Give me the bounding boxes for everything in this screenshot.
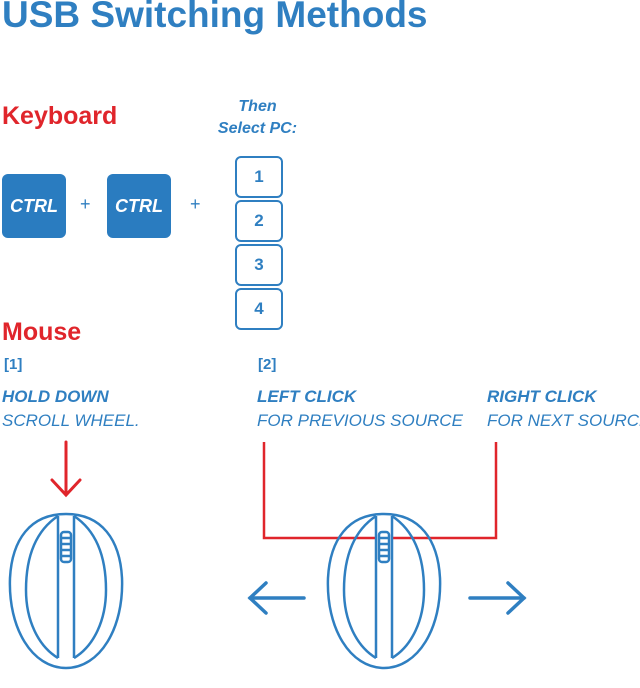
pc-key-4: 4 [235,288,283,330]
right-click-label: RIGHT CLICK [487,387,597,406]
left-click-label: LEFT CLICK [257,387,357,406]
step-1-number: [1] [4,356,23,373]
plus-sign-1: + [80,194,91,214]
down-arrow-icon [50,440,82,498]
pc-key-1: 1 [235,156,283,198]
then-label: Then [238,98,277,115]
then-select-pc-label: Then Select PC: [205,96,310,140]
mouse-2-icon [326,512,442,670]
mouse-1-icon [8,512,124,670]
ctrl-key-2: CTRL [107,174,171,238]
next-source-label: FOR NEXT SOURCE [487,411,640,430]
right-arrow-icon [468,581,527,615]
select-pc-label: Select PC: [217,120,298,137]
page-title: USB Switching Methods [2,0,428,35]
click-indicator-lines [262,442,498,540]
pc-key-2: 2 [235,200,283,242]
previous-source-label: FOR PREVIOUS SOURCE [257,411,463,430]
plus-sign-2: + [190,194,201,214]
mouse-heading: Mouse [2,318,82,346]
scroll-wheel-label: SCROLL WHEEL. [2,411,140,430]
pc-key-3: 3 [235,244,283,286]
hold-down-label: HOLD DOWN [2,387,109,406]
left-arrow-icon [247,581,306,615]
step-2-number: [2] [258,356,277,373]
ctrl-key-1: CTRL [2,174,66,238]
keyboard-heading: Keyboard [2,102,118,130]
